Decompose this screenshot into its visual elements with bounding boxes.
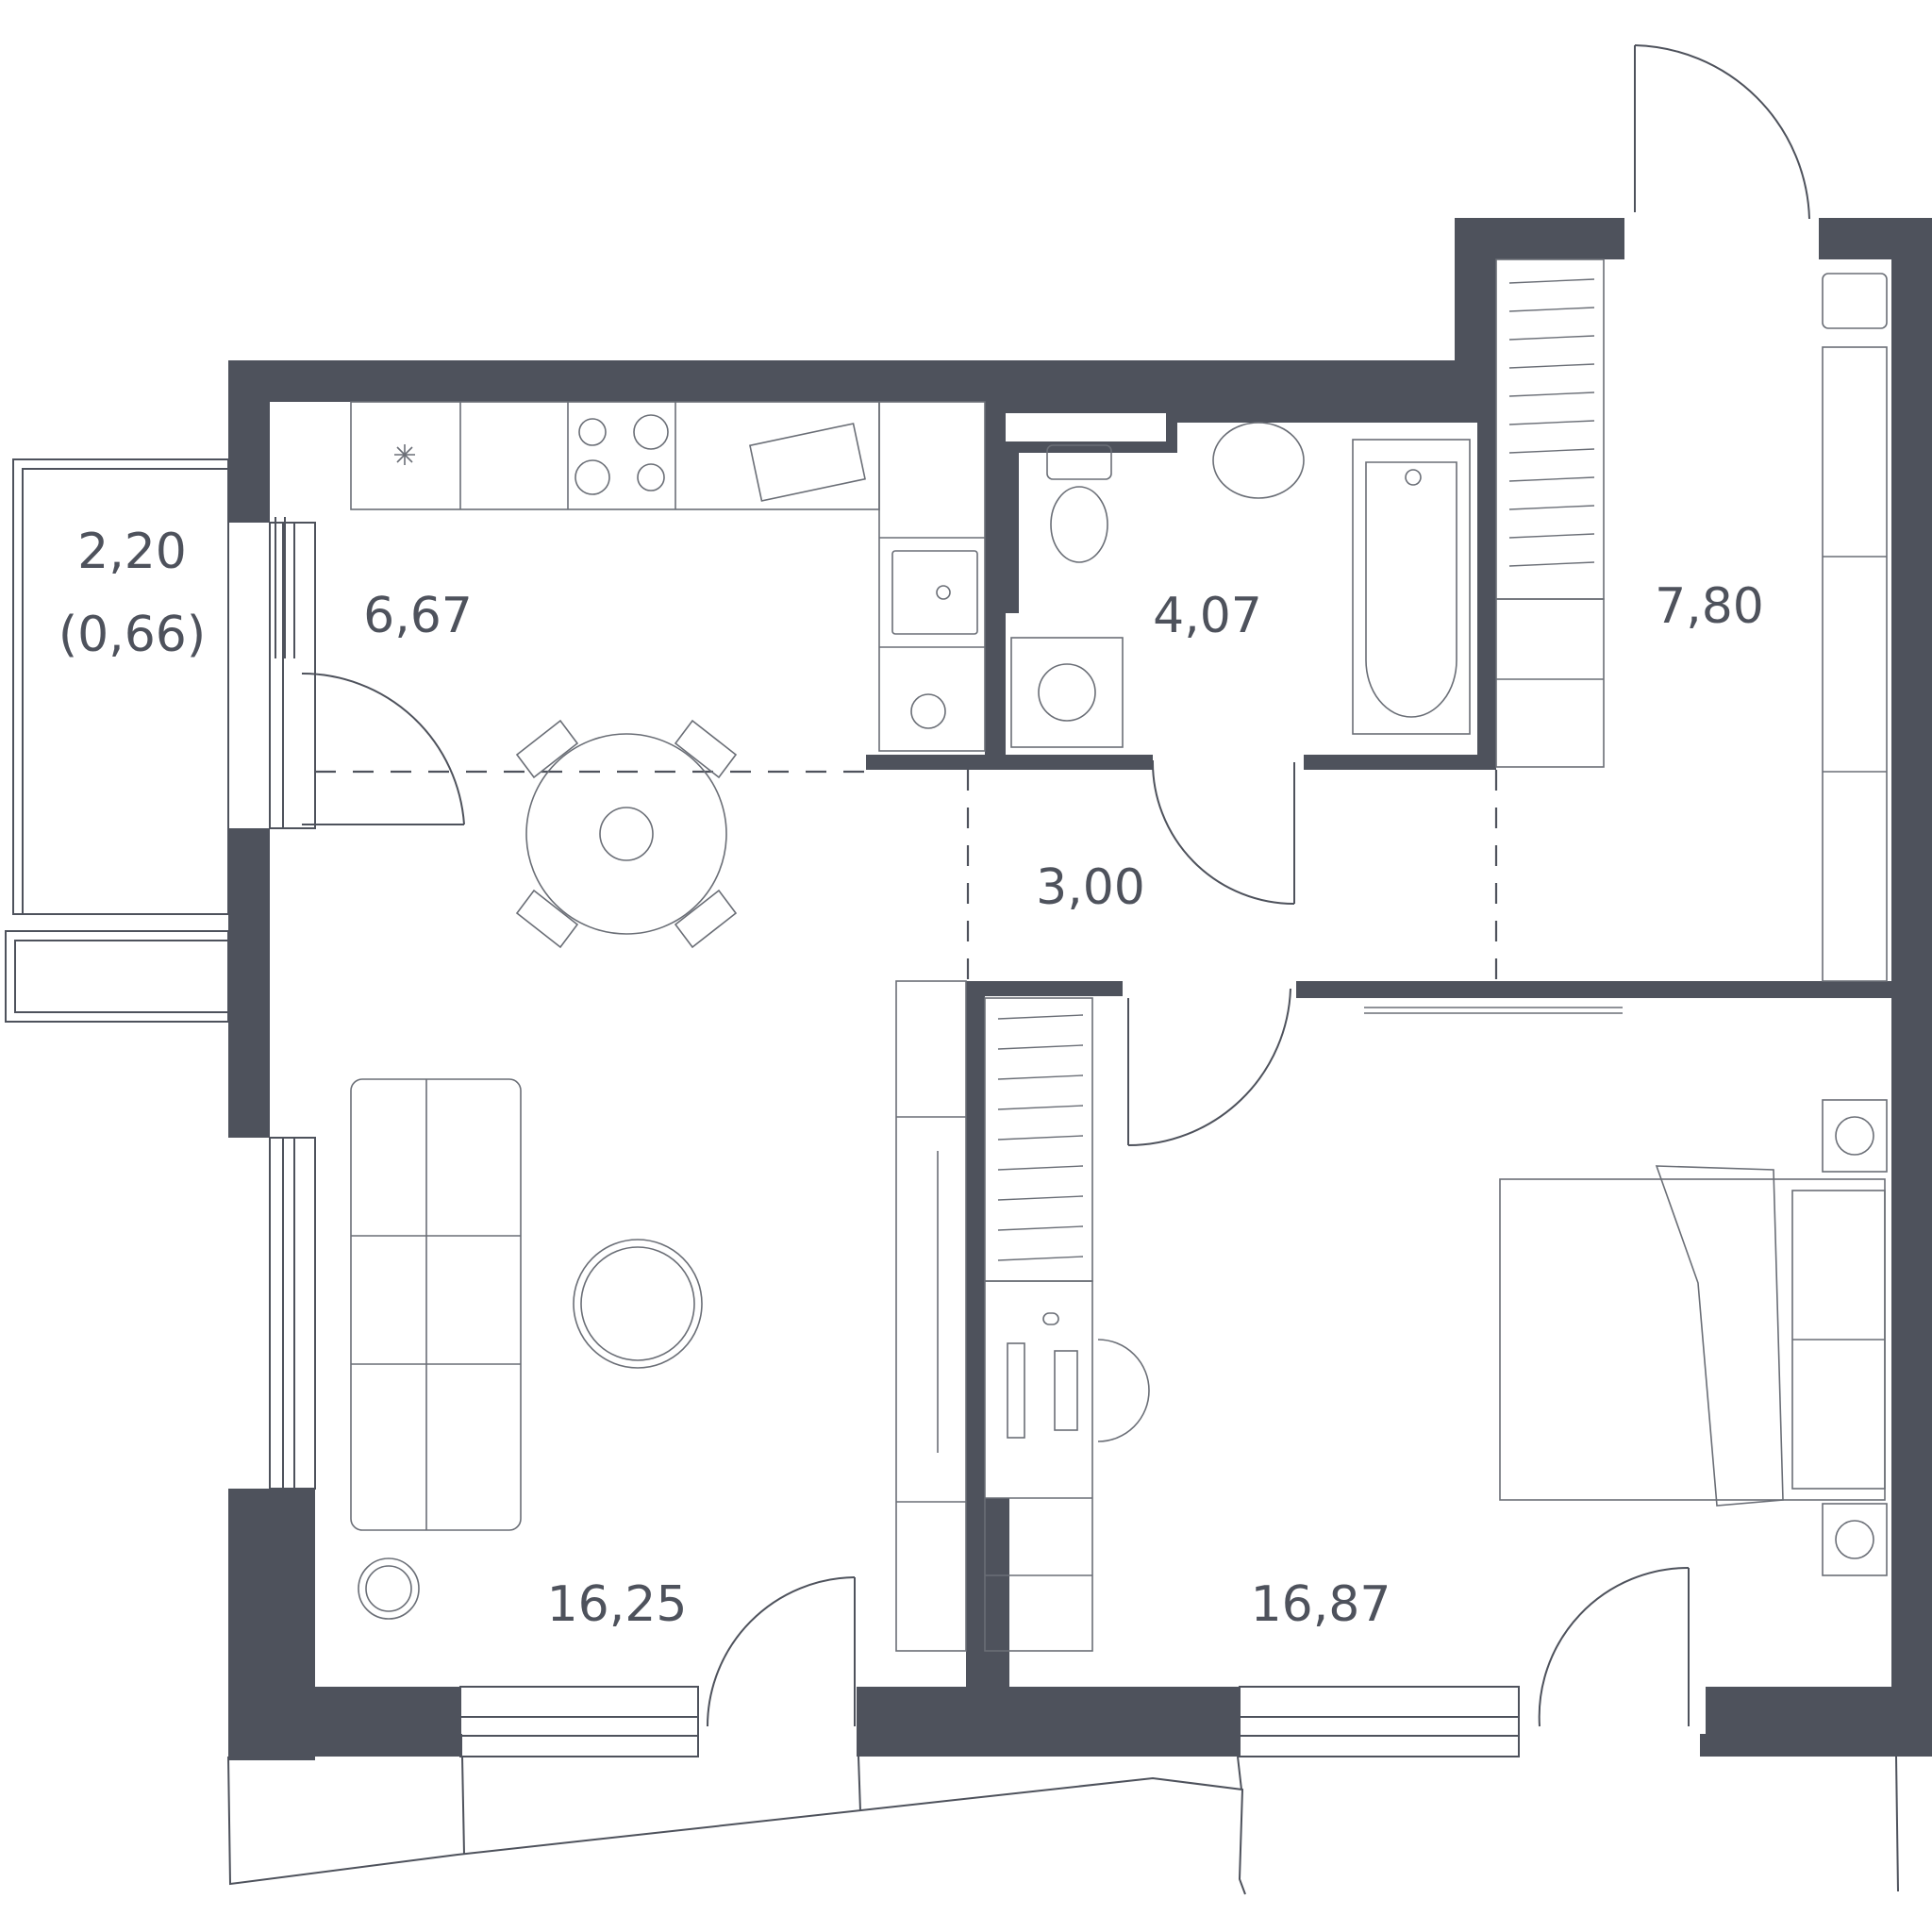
stove-icon	[575, 414, 669, 495]
living-room-area-label: 16,25	[547, 1576, 688, 1633]
bedroom-furniture	[984, 997, 1888, 1652]
bedroom-area-label: 16,87	[1251, 1576, 1391, 1633]
doors	[301, 44, 1810, 1727]
nightstand-icon	[1822, 1099, 1888, 1576]
floor-lamp-icon	[358, 1557, 420, 1620]
desk-icon	[984, 1280, 1150, 1652]
washing-machine-icon	[1010, 637, 1124, 748]
bathroom-area-label: 4,07	[1153, 588, 1262, 644]
kitchen-furniture	[350, 401, 986, 752]
sofa-icon	[350, 1078, 522, 1531]
entrance-hall-area-label: 7,80	[1655, 578, 1764, 635]
dining-table-icon	[515, 719, 738, 949]
loggia-bottom	[227, 1756, 1899, 1895]
toilet-icon	[1046, 444, 1112, 563]
kitchen-area-label: 6,67	[363, 588, 473, 644]
wardrobe-icon	[1495, 258, 1888, 982]
sink-bath-icon	[1212, 422, 1305, 499]
sink-icon	[891, 550, 978, 635]
wardrobe-bedroom-icon	[984, 997, 1093, 1282]
bathtub-icon	[1352, 439, 1471, 735]
zone-borders	[315, 770, 1498, 981]
walls	[228, 218, 1932, 1760]
tv-unit-icon	[895, 980, 967, 1652]
coffee-table-icon	[573, 1239, 703, 1369]
living-room-furniture	[350, 980, 967, 1652]
hall-area-label: 3,00	[1036, 859, 1145, 916]
bathroom-fixtures	[1010, 422, 1471, 748]
windows	[269, 522, 1520, 1757]
fridge-vent-icon	[394, 444, 415, 465]
balcony-area-label: 2,20	[77, 524, 187, 580]
balcony-reduced-area-label: (0,66)	[58, 607, 206, 663]
area-labels: 2,20 (0,66) 6,67 4,07 3,00 7,80 16,25 16…	[58, 524, 1764, 1633]
bed-icon	[1499, 1165, 1886, 1507]
